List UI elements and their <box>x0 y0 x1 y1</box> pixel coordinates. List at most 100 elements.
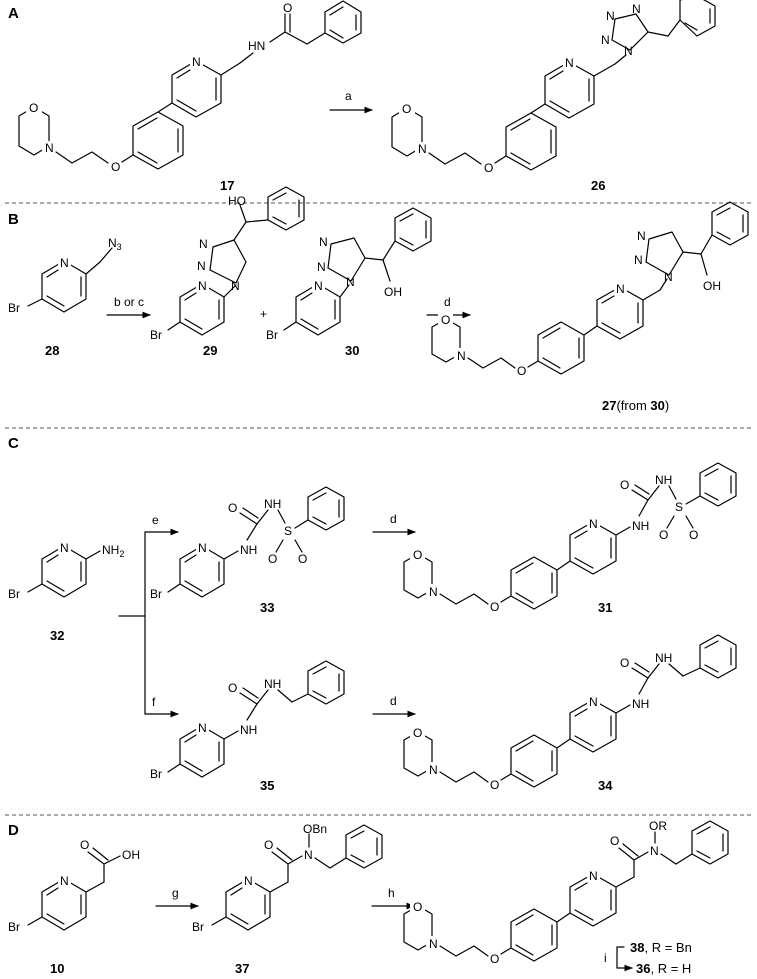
panel-label-b: B <box>8 211 19 228</box>
atom-o: O <box>490 952 499 966</box>
reagent-d-b: d <box>444 295 451 309</box>
atom-n: N <box>429 937 438 951</box>
atom-o: O <box>228 681 237 695</box>
reagent-h: h <box>388 886 395 900</box>
atom-n: N <box>457 349 466 363</box>
atom-nh: NH <box>655 473 672 487</box>
compound-32-structure: N Br NH2 <box>8 540 124 601</box>
reagent-g: g <box>172 886 179 900</box>
compound-label-27: 27(from 30) <box>602 398 669 413</box>
atom-n: N <box>317 260 326 274</box>
atom-o: O <box>413 548 422 562</box>
compound-29-structure: N Br N N N HO <box>150 186 305 342</box>
atom-n: N <box>634 253 643 267</box>
atom-nh: NH <box>655 651 672 665</box>
atom-o: O <box>620 656 629 670</box>
atom-o: O <box>413 726 422 740</box>
atom-n3: N3 <box>108 236 122 252</box>
atom-s: S <box>284 524 292 538</box>
atom-n: N <box>616 282 625 296</box>
atom-br: Br <box>8 920 20 934</box>
compound-label-30: 30 <box>345 343 359 358</box>
arrow-i <box>616 946 633 972</box>
atom-n: N <box>319 235 328 249</box>
atom-n: N <box>418 142 427 156</box>
atom-br: Br <box>150 767 162 781</box>
atom-o: O <box>228 501 237 515</box>
atom-n: N <box>589 695 598 709</box>
compound-30-structure: N Br N N N OH <box>266 207 432 342</box>
atom-n: N <box>304 848 313 862</box>
panel-label-a: A <box>8 5 19 22</box>
compound-38-structure: O N O N O N OR <box>403 819 729 966</box>
atom-o: O <box>490 778 499 792</box>
atom-n: N <box>429 585 438 599</box>
compound-27-structure: O N O N N N N OH <box>431 201 749 378</box>
atom-nh2: NH2 <box>102 543 124 559</box>
atom-n: N <box>314 279 323 293</box>
atom-o: O <box>610 834 619 848</box>
compound-34-structure: O N O N NH O NH <box>403 634 737 792</box>
atom-o: O <box>283 1 292 15</box>
plus-sign: + <box>260 307 267 321</box>
atom-n: N <box>632 2 641 16</box>
compound-label-34: 34 <box>598 778 613 793</box>
atom-o: O <box>111 160 120 174</box>
compound-label-37: 37 <box>235 961 249 976</box>
atom-br: Br <box>8 587 20 601</box>
atom-obn: OBn <box>303 822 327 836</box>
reagent-b-or-c: b or c <box>114 295 144 309</box>
compound-37-structure: N Br O N OBn <box>192 822 383 934</box>
reagent-d-c2: d <box>390 694 397 708</box>
compound-17-structure: O N O N HN O <box>18 0 362 174</box>
atom-o: O <box>659 528 668 542</box>
atom-n: N <box>589 869 598 883</box>
atom-br: Br <box>8 301 20 315</box>
compound-label-32: 32 <box>50 628 64 643</box>
atom-n: N <box>231 279 240 293</box>
atom-nh: NH <box>240 723 257 737</box>
atom-o: O <box>29 101 38 115</box>
atom-n: N <box>60 256 69 270</box>
atom-n: N <box>664 270 673 284</box>
atom-o: O <box>689 528 698 542</box>
compound-label-17: 17 <box>220 178 234 193</box>
atom-nh: NH <box>240 543 257 557</box>
compound-label-38: 38, R = Bn <box>630 940 692 955</box>
atom-n: N <box>198 721 207 735</box>
atom-n: N <box>429 763 438 777</box>
atom-hn: HN <box>248 39 265 53</box>
atom-o: O <box>517 364 526 378</box>
atom-o: O <box>80 838 89 852</box>
atom-nh: NH <box>632 519 649 533</box>
atom-s: S <box>675 500 683 514</box>
atom-oh: OH <box>384 285 402 299</box>
atom-o: O <box>490 600 499 614</box>
atom-n: N <box>601 33 610 47</box>
atom-o: O <box>268 552 277 566</box>
compound-33-structure: N Br NH O NH S O O <box>150 486 345 601</box>
atom-n: N <box>244 874 253 888</box>
atom-or: OR <box>649 819 667 833</box>
reagent-a: a <box>345 89 352 103</box>
atom-oh: OH <box>122 848 140 862</box>
atom-o: O <box>620 478 629 492</box>
atom-nh: NH <box>264 677 281 691</box>
atom-o: O <box>298 552 307 566</box>
compound-label-28: 28 <box>45 343 59 358</box>
atom-n: N <box>589 517 598 531</box>
atom-o: O <box>402 102 411 116</box>
atom-n: N <box>45 141 54 155</box>
atom-o: O <box>484 161 493 175</box>
atom-br: Br <box>150 587 162 601</box>
compound-label-31: 31 <box>598 600 612 615</box>
atom-o: O <box>413 900 422 914</box>
atom-n: N <box>650 844 659 858</box>
compound-label-35: 35 <box>260 778 274 793</box>
atom-n: N <box>192 55 201 69</box>
atom-oh: OH <box>703 279 721 293</box>
compound-26-structure: O N O N N N N N <box>391 0 716 175</box>
atom-n: N <box>637 229 646 243</box>
panel-label-c: C <box>8 435 19 452</box>
